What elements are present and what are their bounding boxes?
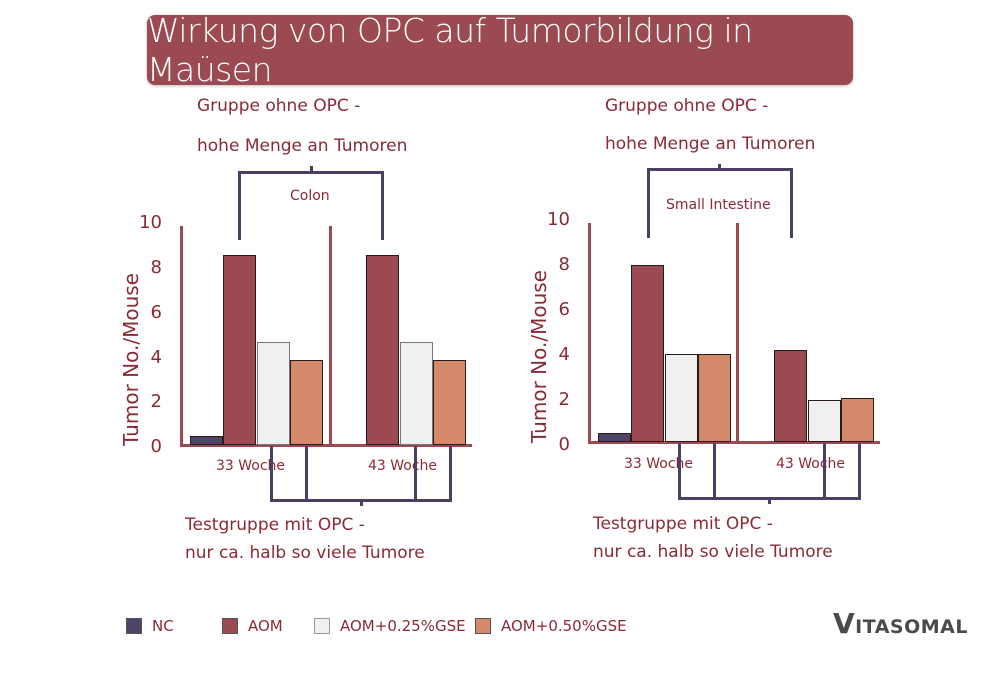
left-bottom-bracket-4 [449, 446, 452, 501]
right-bottom-bracket-tick [768, 499, 771, 504]
legend-swatch-aom-025 [314, 618, 330, 634]
left-bottom-bracket-1 [270, 446, 273, 501]
left-ytick-8: 8 [150, 257, 162, 278]
logo-first-letter: V [833, 607, 856, 640]
left-top-bracket-left [238, 171, 241, 240]
right-top-annotation-line1: Gruppe ohne OPC - [605, 96, 769, 116]
legend-item-nc: NC [126, 617, 174, 635]
logo-rest: ITASOMAL [855, 616, 968, 638]
right-bottom-annotation-line1: Testgruppe mit OPC - [593, 514, 773, 534]
right-top-bracket-bar [647, 168, 793, 171]
left-bottom-bracket-bar [270, 499, 452, 502]
left-divider [329, 226, 332, 447]
right-bar-33-gse025 [665, 354, 698, 442]
right-bar-33-gse050 [698, 354, 731, 442]
legend-item-aom-025: AOM+0.25%GSE [314, 617, 466, 635]
right-ytick-0: 0 [558, 434, 570, 455]
left-group-label-33: 33 Woche [216, 458, 286, 474]
right-bottom-bracket-1 [678, 443, 681, 499]
legend-swatch-aom-050 [475, 618, 491, 634]
left-bottom-bracket-3 [414, 446, 417, 501]
right-divider [736, 223, 739, 444]
left-ytick-0: 0 [150, 436, 162, 457]
right-bar-43-gse050 [841, 398, 874, 442]
right-ytick-6: 6 [558, 299, 570, 320]
left-ytick-6: 6 [150, 302, 162, 323]
left-bottom-annotation-line2: nur ca. halb so viele Tumore [185, 543, 425, 563]
left-y-axis-label: Tumor No./Mouse [119, 273, 143, 446]
left-bar-43-gse050 [433, 360, 466, 445]
right-bottom-bracket-3 [823, 443, 826, 499]
legend-label-nc: NC [152, 617, 174, 635]
right-ytick-4: 4 [558, 344, 570, 365]
right-bottom-annotation-line2: nur ca. halb so viele Tumore [593, 542, 833, 562]
right-top-bracket-right [790, 168, 793, 238]
right-y-axis-label: Tumor No./Mouse [527, 270, 551, 443]
right-bar-43-aom [774, 350, 807, 442]
left-top-bracket-bar [238, 171, 384, 174]
legend-swatch-aom [222, 618, 238, 634]
left-top-annotation-line2: hohe Menge an Tumoren [197, 136, 408, 156]
left-bar-33-gse025 [257, 342, 290, 445]
left-section-label: Colon [290, 188, 330, 204]
right-y-axis [588, 223, 591, 444]
left-x-axis [180, 444, 472, 447]
right-x-axis [588, 441, 880, 444]
right-bar-43-gse025 [808, 400, 841, 442]
right-bottom-bracket-2 [713, 443, 716, 499]
left-top-bracket-right [381, 171, 384, 240]
legend-label-aom-025: AOM+0.25%GSE [340, 617, 466, 635]
left-bottom-annotation-line1: Testgruppe mit OPC - [185, 515, 365, 535]
right-group-label-43: 43 Woche [776, 456, 846, 472]
chart-title: Wirkung von OPC auf Tumorbildung in Maüs… [147, 11, 753, 89]
left-bar-33-aom [223, 255, 256, 445]
legend-item-aom: AOM [222, 617, 283, 635]
vitasomal-logo: VITASOMAL [833, 607, 968, 640]
left-top-bracket-tick [310, 166, 313, 172]
right-section-label: Small Intestine [666, 197, 771, 213]
legend-label-aom-050: AOM+0.50%GSE [501, 617, 627, 635]
left-bar-43-aom [366, 255, 399, 445]
right-bar-33-nc [598, 433, 631, 442]
right-top-annotation-line2: hohe Menge an Tumoren [605, 134, 816, 154]
left-bar-33-nc [190, 436, 223, 445]
left-bar-33-gse050 [290, 360, 323, 445]
legend-swatch-nc [126, 618, 142, 634]
right-bottom-bracket-bar [678, 497, 861, 500]
legend-label-aom: AOM [248, 617, 283, 635]
right-ytick-10: 10 [547, 209, 570, 230]
right-ytick-2: 2 [558, 389, 570, 410]
left-top-annotation-line1: Gruppe ohne OPC - [197, 96, 361, 116]
right-ytick-8: 8 [558, 254, 570, 275]
left-bottom-bracket-tick [360, 501, 363, 506]
right-top-bracket-tick [718, 164, 721, 170]
right-group-label-33: 33 Woche [624, 456, 694, 472]
legend-item-aom-050: AOM+0.50%GSE [475, 617, 627, 635]
left-y-axis [180, 226, 183, 447]
right-bar-33-aom [631, 265, 664, 442]
right-bottom-bracket-4 [858, 443, 861, 499]
left-ytick-10: 10 [139, 212, 162, 233]
left-group-label-43: 43 Woche [368, 458, 438, 474]
left-ytick-2: 2 [150, 391, 162, 412]
title-banner: Wirkung von OPC auf Tumorbildung in Maüs… [147, 11, 853, 89]
left-bar-43-gse025 [400, 342, 433, 445]
left-bottom-bracket-2 [305, 446, 308, 501]
right-top-bracket-left [647, 168, 650, 238]
left-ytick-4: 4 [150, 347, 162, 368]
